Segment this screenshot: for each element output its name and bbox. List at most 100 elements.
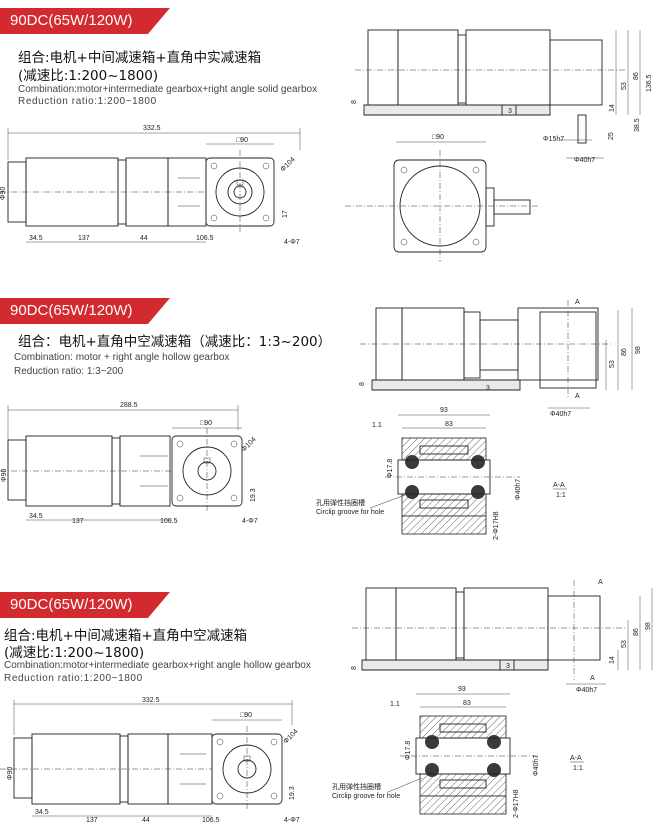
dim-seg1-3: 34.5: [35, 809, 49, 816]
section-label-2: A-A: [553, 482, 565, 489]
dim-height1-2: 53: [609, 360, 616, 368]
dim-height2-3: 86: [633, 628, 640, 636]
section-1-ratio-cn: (减速比:1:200~1800): [18, 68, 159, 84]
dim-holes: 4-Φ7: [284, 239, 300, 246]
dim-section-w1-2: 93: [440, 407, 448, 414]
dim-shaft-dia: Φ90: [0, 187, 7, 200]
dim-section-flange-3: Φ40h7: [533, 755, 540, 776]
dim-left3-2: 3: [486, 385, 490, 392]
dim-square-2: □90: [200, 420, 212, 427]
dim-h14: 14: [609, 104, 616, 112]
section-label-3: A-A: [570, 755, 582, 762]
dim-key-2: 19.3: [250, 488, 257, 502]
dim-section-flange-2: Φ40h7: [515, 479, 522, 500]
section-2-side-view: 288.5 Φ90 34.5 137 106.5 □90 Φ1: [0, 402, 258, 525]
dim-total-length-2: 288.5: [120, 402, 138, 409]
dim-flange: Φ40h7: [574, 157, 595, 164]
dim-shaft-dia-2: Φ90: [1, 469, 8, 482]
dim-bore-3: Φ17.8: [405, 741, 412, 760]
dim-section-clip-2: 1.1: [372, 422, 382, 429]
dim-base: 8: [351, 100, 358, 104]
dim-seg4-2: 106.5: [160, 518, 178, 525]
dim-seg1: 34.5: [29, 235, 43, 242]
section-2-arrow-a-bottom: A: [575, 393, 580, 400]
section-2-badge: 90DC(65W/120W): [0, 298, 170, 324]
dim-circle: Φ104: [279, 156, 296, 173]
dim-seg2: 137: [78, 235, 90, 242]
section-3-arrow-a-bottom: A: [590, 675, 595, 682]
dim-front-square: □90: [432, 134, 444, 141]
dim-seg2-3: 137: [86, 817, 98, 824]
dim-circle-2: Φ104: [240, 436, 257, 453]
section-2-ratio-en: Reduction ratio: 1:3~200: [14, 366, 124, 377]
section-1-title-cn: 组合:电机+中间减速箱+直角中实减速箱: [18, 50, 262, 66]
dim-section-clip-3: 1.1: [390, 701, 400, 708]
dim-seg1-2: 34.5: [29, 513, 43, 520]
section-scale-3: 1:1: [573, 765, 583, 772]
dim-height3: 136.5: [646, 74, 653, 92]
dim-square-3: □90: [240, 712, 252, 719]
dim-left3: 3: [508, 108, 512, 115]
dim-left3-3: 3: [506, 663, 510, 670]
dim-shaft-dia-3: Φ90: [7, 767, 14, 780]
section-3-arrow-a-top: A: [598, 579, 603, 586]
dim-height2-2: 86: [621, 348, 628, 356]
circlip-en-2: Circlip groove for hole: [316, 509, 384, 516]
circlip-cn-2: 孔用弹性挡圈槽: [316, 498, 365, 507]
dim-circle-3: Φ104: [282, 728, 299, 745]
section-3-cross-section: 93 83 1.1 Φ17.8 Φ40h7 2-Φ17H8 A-A 1:1 孔用…: [332, 686, 584, 818]
section-3-combination-en: Combination:motor+intermediate gearbox+r…: [4, 660, 311, 671]
dim-seg3: 44: [140, 235, 148, 242]
dim-section-w2-2: 83: [445, 421, 453, 428]
section-3-side-view: 332.5 Φ90 34.5 137 44 106.5 □90: [0, 697, 300, 824]
dim-height3-2: 98: [635, 346, 642, 354]
section-3-badge: 90DC(65W/120W): [0, 592, 170, 618]
section-1-badge-text: 90DC(65W/120W): [10, 12, 133, 29]
dim-height1-3: 53: [621, 640, 628, 648]
dim-total-length: 332.5: [143, 125, 161, 132]
section-2-elevation: A A 53 86 98 8 3 Φ40h7: [359, 299, 642, 418]
section-1-badge: 90DC(65W/120W): [0, 8, 170, 34]
section-3-elevation: A A 14 53 86 98 8 3 Φ40h7: [351, 579, 653, 694]
dim-h14-3: 14: [609, 656, 616, 664]
section-3-badge-text: 90DC(65W/120W): [10, 596, 133, 613]
dim-bore2-3: 2-Φ17H8: [513, 789, 520, 818]
dim-key: 17: [282, 210, 289, 218]
dim-seg4: 106.5: [196, 235, 214, 242]
dim-seg4-3: 106.5: [202, 817, 220, 824]
section-1-combination-en: Combination:motor+intermediate gearbox+r…: [18, 84, 318, 95]
dim-base-3: 8: [351, 666, 358, 670]
dim-height3-3: 98: [645, 622, 652, 630]
dim-flange-3: Φ40h7: [576, 687, 597, 694]
dim-key-3: 19.3: [289, 786, 296, 800]
dim-bore2-2: 2-Φ17H8: [493, 511, 500, 540]
dim-section-w1-3: 93: [458, 686, 466, 693]
dim-h38: 38.5: [634, 118, 641, 132]
section-1-side-view: 332.5 Φ90 34.5 137 44 106.5: [0, 125, 301, 246]
circlip-cn-3: 孔用弹性挡圈槽: [332, 782, 381, 791]
dim-holes-3: 4-Φ7: [284, 817, 300, 824]
section-2-title-cn: 组合：电机+直角中空减速箱（减速比：1:3~200）: [18, 334, 332, 350]
section-scale-2: 1:1: [556, 492, 566, 499]
dim-height1: 53: [621, 82, 628, 90]
dim-bore-2: Φ17.8: [387, 459, 394, 478]
section-1-ratio-en: Reduction ratio:1:200~1800: [18, 96, 157, 107]
dim-base-2: 8: [359, 382, 366, 386]
dim-flange-2: Φ40h7: [550, 411, 571, 418]
section-3-ratio-cn: (减速比:1:200~1800): [4, 645, 145, 661]
section-2-badge-text: 90DC(65W/120W): [10, 302, 133, 319]
dim-section-w2-3: 83: [463, 700, 471, 707]
section-3-ratio-en: Reduction ratio:1:200~1800: [4, 673, 143, 684]
dim-holes-2: 4-Φ7: [242, 518, 258, 525]
section-3-title-cn: 组合:电机+中间减速箱+直角中空减速箱: [4, 628, 248, 644]
section-1-front-view: □90: [345, 134, 540, 262]
dim-height2: 86: [633, 72, 640, 80]
dim-out-shaft: Φ15h7: [543, 136, 564, 143]
dim-square: □90: [236, 137, 248, 144]
dim-total-length-3: 332.5: [142, 697, 160, 704]
section-2-combination-en: Combination: motor + right angle hollow …: [14, 352, 230, 363]
dim-seg3-3: 44: [142, 817, 150, 824]
section-2-cross-section: 93 83 1.1 Φ17.8 Φ40h7 2-Φ17H8 A-A 1:1 孔用…: [316, 407, 567, 540]
